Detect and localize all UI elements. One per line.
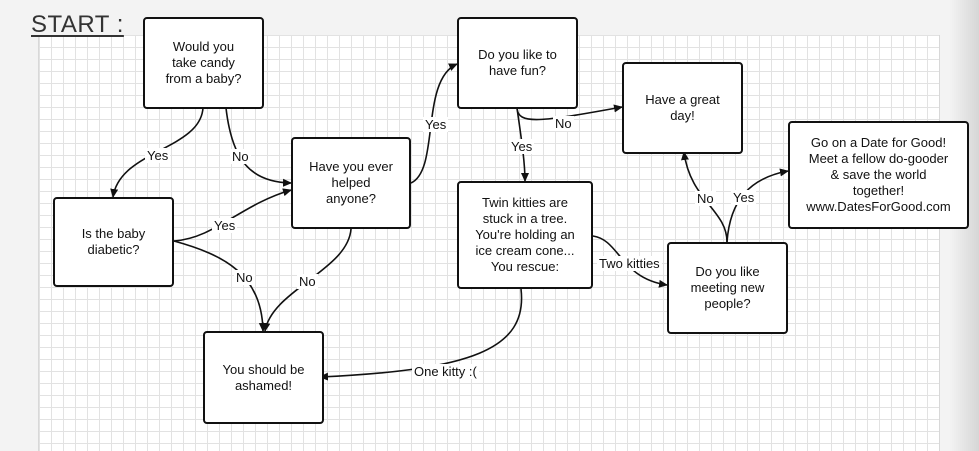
label-candy-no: No bbox=[230, 149, 251, 164]
node-meeting-people: Do you like meeting new people? bbox=[667, 242, 788, 334]
node-dates-for-good: Go on a Date for Good! Meet a fellow do-… bbox=[788, 121, 969, 229]
edge-meeting-yes bbox=[726, 168, 789, 243]
node-baby-diabetic-text: Is the baby diabetic? bbox=[81, 226, 146, 257]
label-helped-no: No bbox=[297, 274, 318, 289]
node-twin-kitties: Twin kitties are stuck in a tree. You're… bbox=[457, 181, 593, 289]
label-diabetic-no: No bbox=[234, 270, 255, 285]
node-meeting-people-text: Do you like meeting new people? bbox=[690, 264, 765, 311]
node-ashamed: You should be ashamed! bbox=[203, 331, 324, 424]
label-meeting-yes: Yes bbox=[731, 190, 757, 205]
node-dates-for-good-text: Go on a Date for Good! Meet a fellow do-… bbox=[806, 135, 951, 214]
edge-candy-no bbox=[225, 107, 292, 187]
edge-diabetic-no bbox=[173, 240, 267, 332]
node-take-candy: Would you take candy from a baby? bbox=[143, 17, 264, 109]
start-title: START : bbox=[31, 11, 124, 38]
label-diabetic-yes: Yes bbox=[212, 218, 238, 233]
node-take-candy-text: Would you take candy from a baby? bbox=[165, 39, 242, 86]
node-ever-helped-text: Have you ever helped anyone? bbox=[309, 159, 393, 206]
label-helped-yes: Yes bbox=[423, 117, 449, 132]
label-candy-yes: Yes bbox=[145, 148, 171, 163]
edge-one-kitty bbox=[319, 288, 523, 381]
label-fun-yes: Yes bbox=[509, 139, 535, 154]
label-two-kitties: Two kitties bbox=[597, 256, 662, 271]
node-great-day: Have a great day! bbox=[622, 62, 743, 154]
edge-diabetic-yes bbox=[173, 188, 292, 242]
node-ashamed-text: You should be ashamed! bbox=[222, 361, 305, 393]
node-great-day-text: Have a great day! bbox=[645, 92, 720, 123]
node-baby-diabetic: Is the baby diabetic? bbox=[53, 197, 174, 287]
label-fun-no: No bbox=[553, 116, 574, 131]
node-ever-helped: Have you ever helped anyone? bbox=[291, 137, 411, 229]
node-like-fun-text: Do you like to have fun? bbox=[478, 47, 557, 78]
node-twin-kitties-text: Twin kitties are stuck in a tree. You're… bbox=[475, 195, 575, 274]
label-meeting-no: No bbox=[695, 191, 716, 206]
label-one-kitty: One kitty :( bbox=[412, 364, 479, 379]
node-like-fun: Do you like to have fun? bbox=[457, 17, 578, 109]
